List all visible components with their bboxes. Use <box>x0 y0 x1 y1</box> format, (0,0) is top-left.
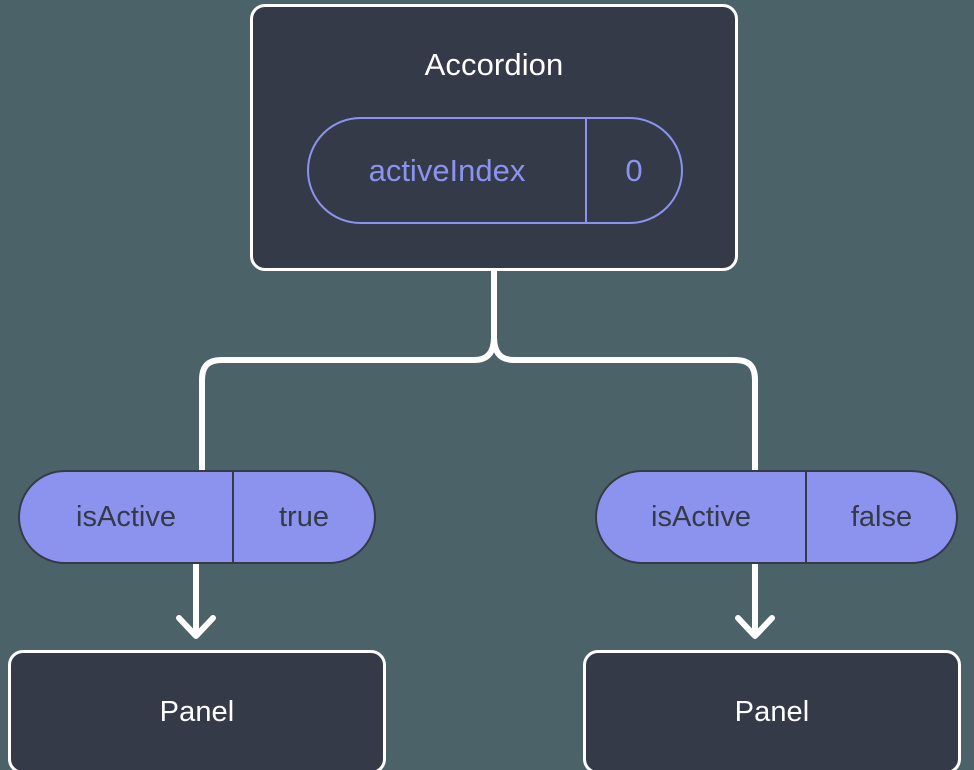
prop-pill-isactive-true-value: true <box>279 500 329 533</box>
panel-node-right-title: Panel <box>734 695 810 728</box>
arrow-head-right-icon <box>735 615 775 639</box>
edge-fork-left <box>199 334 497 473</box>
state-pill-activeindex-value: 0 <box>625 153 643 188</box>
panel-node-left-title: Panel <box>159 695 235 728</box>
edge-fork-right <box>491 334 758 473</box>
prop-pill-isactive-false-key: isActive <box>597 472 807 562</box>
state-pill-activeindex[interactable]: activeIndex 0 <box>307 117 683 224</box>
prop-pill-isactive-false[interactable]: isActive false <box>595 470 958 564</box>
arrow-head-left-icon <box>176 615 216 639</box>
panel-node-right[interactable]: Panel <box>583 650 961 770</box>
prop-pill-isactive-true-key: isActive <box>20 472 234 562</box>
panel-node-left[interactable]: Panel <box>8 650 386 770</box>
prop-pill-isactive-false-value: false <box>850 500 913 533</box>
prop-pill-isactive-true[interactable]: isActive true <box>18 470 376 564</box>
state-pill-activeindex-key: activeIndex <box>309 119 587 222</box>
accordion-node-title: Accordion <box>424 47 564 82</box>
